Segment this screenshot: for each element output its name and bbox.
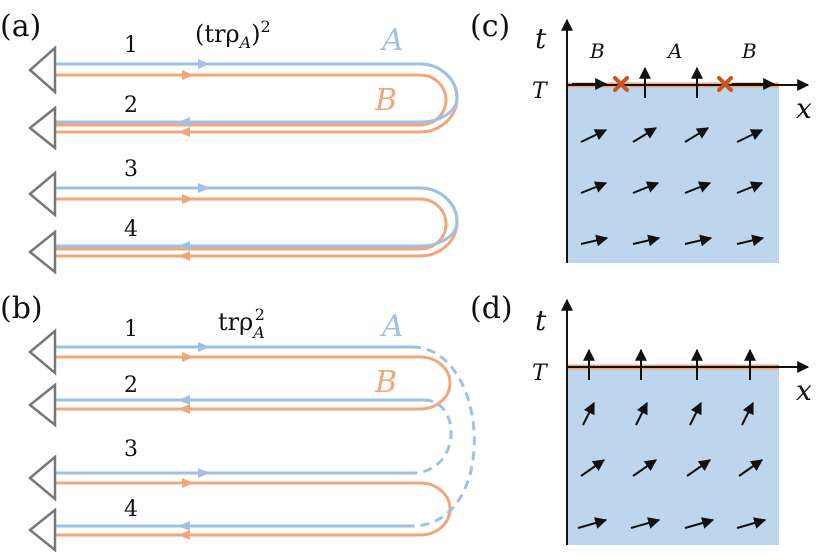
- panel-c: (c) t x T B A B: [470, 9, 812, 263]
- panel-b-b-contour-12: [55, 355, 452, 411]
- panel-b-dashed-connectors: [411, 345, 476, 528]
- panel-a-region-a-label: A: [379, 23, 404, 58]
- panel-a-b-contour-34-inner: [55, 197, 448, 251]
- panel-a-replica-1: 1: [124, 33, 138, 58]
- panel-d-vector-field: [577, 401, 767, 529]
- panel-c-label: (c): [470, 9, 510, 44]
- panel-a-blue-arrows: [178, 59, 210, 251]
- panel-b-replica-3: 3: [124, 437, 138, 462]
- panel-a-boundary-triangles: [27, 45, 57, 275]
- panel-b-formula: trρA2: [218, 305, 265, 342]
- panel-c-cut-cross-right: [717, 76, 733, 92]
- panel-b: (b) trρA2 A B 1 2 3 4: [0, 291, 476, 553]
- panel-a-replica-4: 4: [124, 217, 138, 242]
- panel-c-segment-left: B: [589, 39, 605, 63]
- panel-b-replica-2: 2: [124, 373, 138, 398]
- panel-b-region-b-label: B: [374, 365, 397, 400]
- panel-c-t-label: t: [535, 22, 547, 55]
- panel-c-vector-field: [580, 127, 765, 247]
- panel-d: (d) t x T: [470, 291, 812, 545]
- panel-b-orange-arrows: [178, 352, 194, 540]
- panel-a-replica-3: 3: [124, 157, 138, 182]
- panel-b-region-a-label: A: [379, 309, 404, 344]
- panel-c-x-label: x: [796, 92, 812, 125]
- panel-a-orange-arrows: [178, 70, 194, 261]
- panel-a-a-contour-34-top: [55, 186, 459, 223]
- panel-d-t-label: t: [535, 304, 547, 337]
- panel-c-cut-cross-left: [613, 76, 629, 92]
- panel-a-label: (a): [0, 9, 41, 44]
- panel-d-bulk-region: [567, 367, 779, 545]
- panel-a-replica-2: 2: [124, 93, 138, 118]
- panel-d-boundary-vectors: [583, 348, 756, 380]
- panel-d-label: (d): [470, 291, 513, 326]
- panel-a: (a) (trρA)2 A B 1 2 3 4: [0, 9, 459, 275]
- panel-c-time-mark: T: [532, 79, 549, 104]
- panel-d-time-mark: T: [532, 361, 549, 386]
- panel-a-a-contour-12-bottom: [55, 97, 459, 124]
- panel-b-blue-arrows: [178, 342, 210, 531]
- panel-b-label: (b): [0, 291, 43, 326]
- panel-a-region-b-label: B: [374, 83, 397, 118]
- panel-a-a-contour-12-top: [55, 62, 459, 99]
- panel-b-boundary-triangles: [27, 328, 57, 553]
- panel-b-replica-4: 4: [124, 497, 138, 522]
- panel-c-segment-mid: A: [666, 39, 682, 63]
- panel-d-x-label: x: [796, 374, 812, 407]
- panel-b-replica-1: 1: [124, 317, 138, 342]
- panel-a-formula: (trρA)2: [195, 17, 271, 52]
- panel-c-bulk-region: [567, 85, 779, 263]
- panel-a-b-contour-12-inner: [55, 73, 448, 127]
- panel-a-a-contour-34-bottom: [55, 221, 459, 248]
- panel-c-segment-right: B: [741, 39, 757, 63]
